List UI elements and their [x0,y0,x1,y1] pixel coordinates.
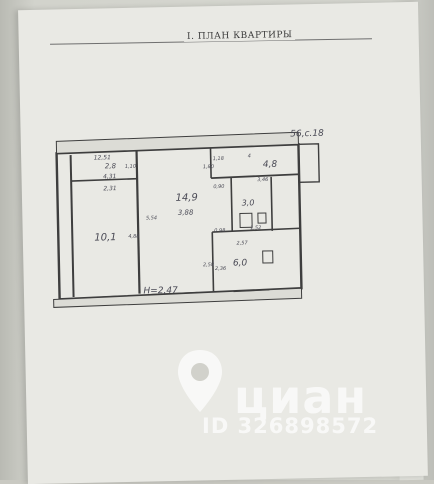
label-small-len1: 4,31 [103,173,117,180]
label-passage-w: 0,98 [214,228,225,234]
window-left [89,295,120,299]
window-kitchen [233,289,270,293]
label-main-side: 5,54 [146,215,157,221]
label-closet-h: 1,80 [203,164,214,170]
label-top-wall: 12,51 [94,154,111,161]
label-closet-h2: 1,18 [213,156,224,162]
label-kitchen-top: 2,57 [236,240,248,246]
label-closet-w: 0,90 [213,184,224,190]
outer-wall-top-band [55,131,299,154]
label-kitchen-area: 6,0 [233,258,248,268]
label-main-area: 14,9 [175,192,197,203]
main-room-wall [135,150,141,294]
bathtub [239,212,253,229]
stove [262,250,274,264]
label-top-right: 56,с.18 [290,129,324,140]
label-corridor-area: 4,8 [263,160,278,170]
label-left-area: 10,1 [94,232,116,243]
left-room-wall [69,155,75,298]
map-pin-icon [178,350,222,412]
bath-left-wall [230,177,234,232]
corridor-wall [211,173,300,180]
kitchen-left-wall [211,232,215,292]
label-height: H=2,47 [143,286,178,297]
label-left-len: 4,88 [128,234,139,240]
watermark: циан ID 326898572 [168,344,408,444]
label-small-tick: 1,10 [125,164,136,170]
outer-wall-bottom-band [53,287,303,308]
label-corridor-tick: 4 [248,153,251,159]
label-small-len2: 2,31 [103,185,117,192]
label-small-area: 2,8 [105,162,117,170]
label-bath-area: 3,0 [242,198,255,207]
closet-wall [209,148,212,179]
watermark-brand: циан [234,370,368,424]
label-main-len: 3,88 [178,208,194,216]
bath-right-wall [270,176,274,231]
label-kitchen-side1: 2,58 [203,262,214,268]
kitchen-top-wall [212,227,301,233]
label-corridor-len: 3,46 [257,177,268,183]
window-main [151,291,198,295]
label-kitchen-side2: 2,36 [215,266,226,272]
small-room-wall [71,177,138,182]
label-bath-w: 1,52 [250,225,261,231]
watermark-id: ID 326898572 [202,414,379,438]
balcony [298,143,320,183]
toilet [257,212,267,224]
